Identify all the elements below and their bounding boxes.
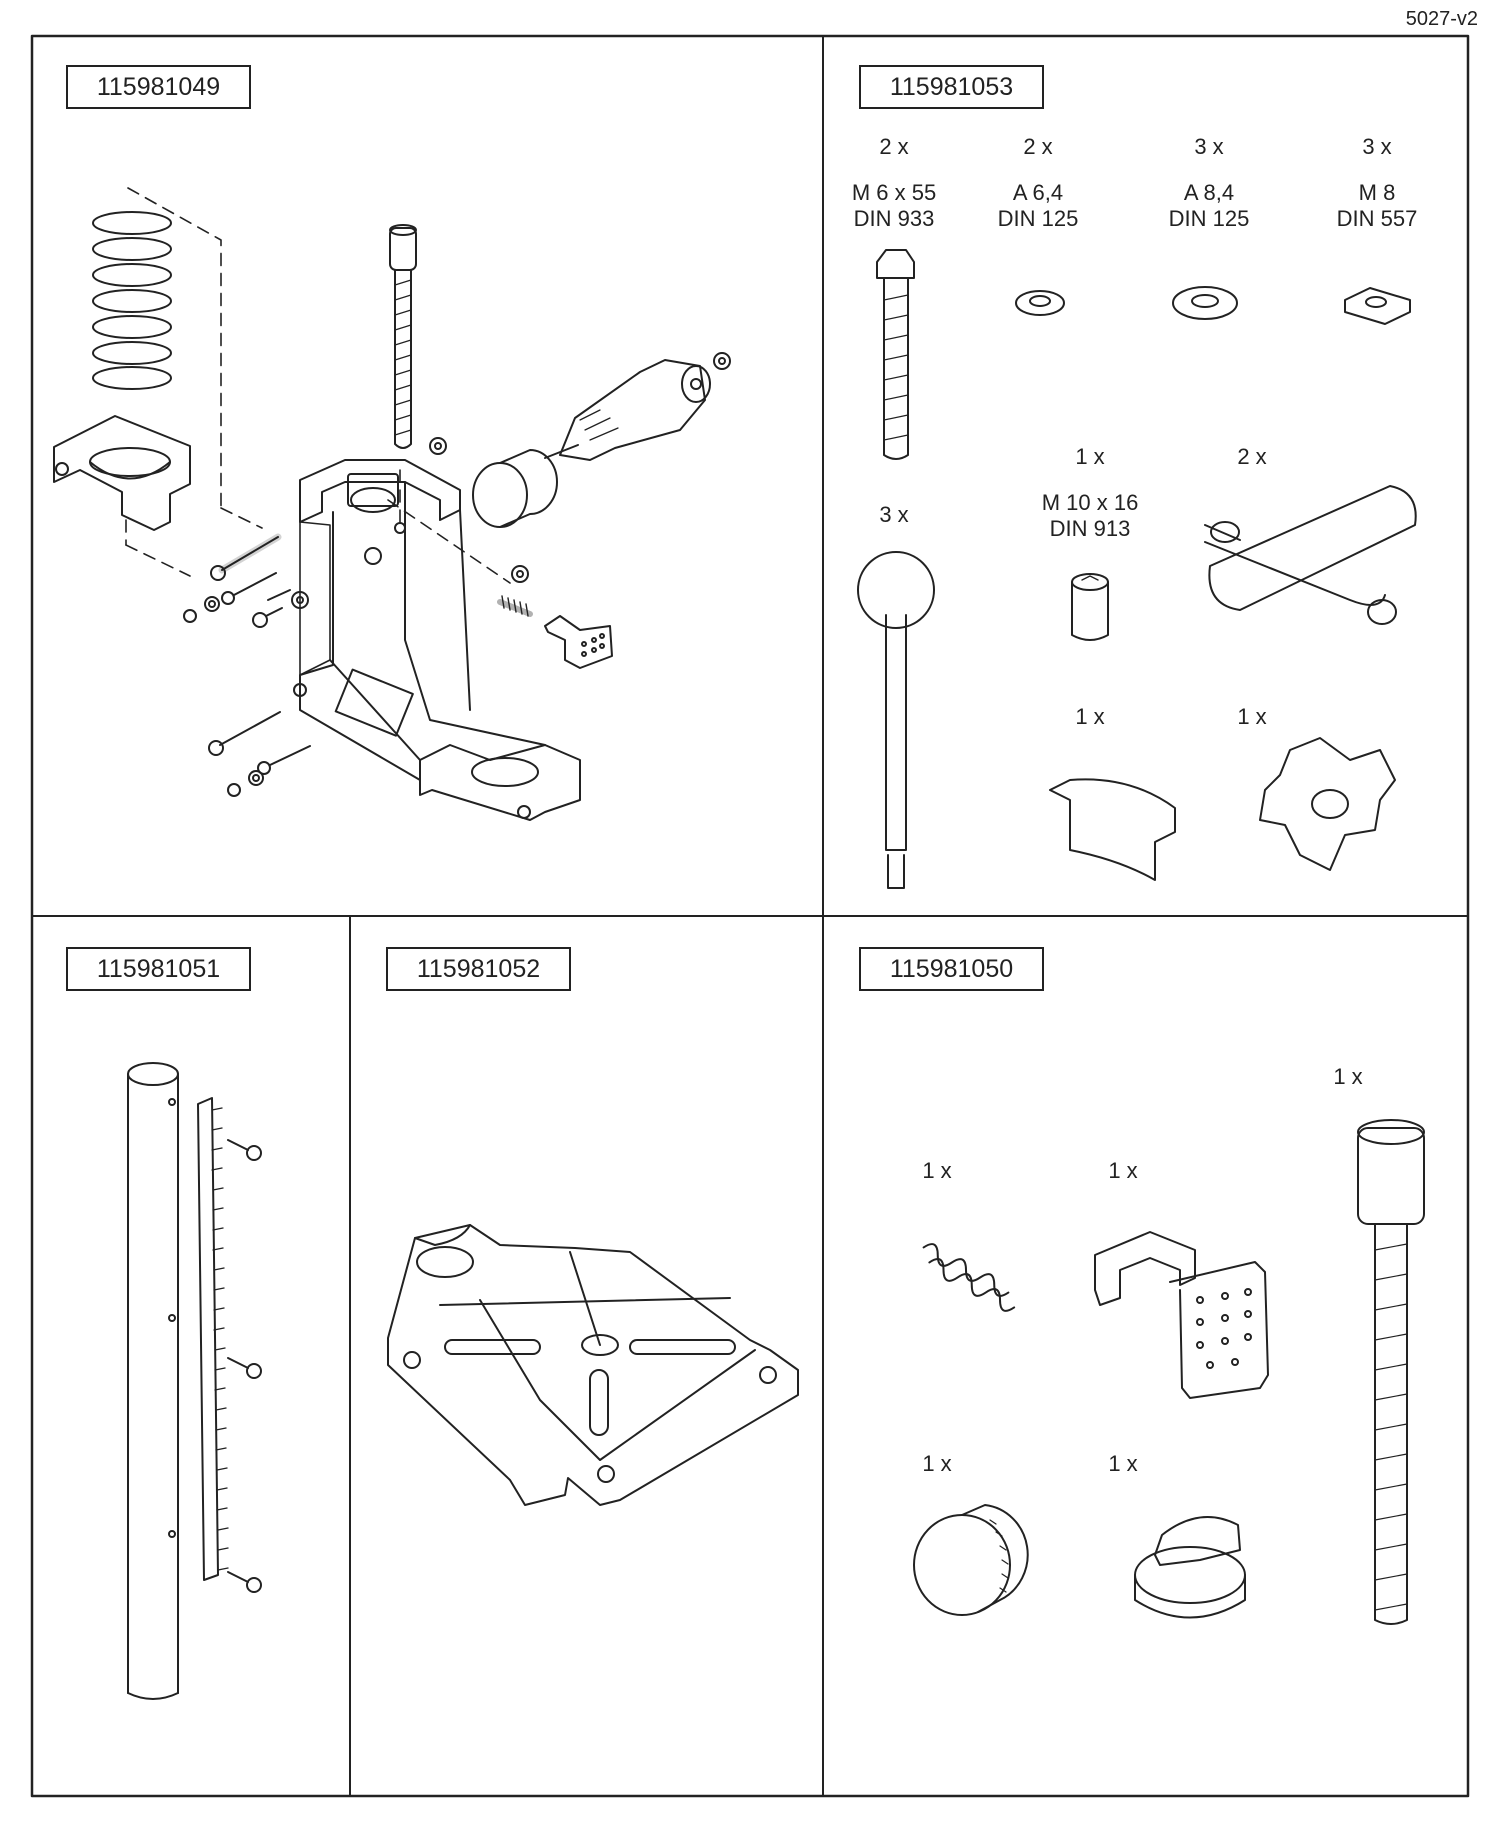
scale-ring-part: [472, 449, 558, 528]
star-knob: [1259, 737, 1396, 871]
spring-part: [92, 211, 172, 390]
stand-body-part: [293, 459, 581, 821]
qty-label: 2 x: [1023, 134, 1053, 159]
washer-a64: [1015, 290, 1065, 316]
latch-part: [1094, 1231, 1269, 1399]
spec-label: M 6 x 55 DIN 933: [852, 180, 936, 232]
hex-bolt-m6x55: [876, 249, 915, 460]
clamp-collar-part: [53, 415, 191, 531]
qty-label: 2 x: [879, 134, 909, 159]
part-number-box-top-right: 115981053: [859, 65, 1044, 109]
part-number-box-top-left: 115981049: [66, 65, 251, 109]
latch-plate-part: [544, 615, 613, 669]
qty-label: 2 x: [1237, 444, 1267, 469]
feed-screw-part: [389, 224, 417, 449]
spec-label: M 8 DIN 557: [1337, 180, 1418, 232]
pinion-shaft-part: [544, 359, 711, 461]
spec-standard: DIN 125: [997, 206, 1079, 231]
threaded-rod: [1357, 1119, 1425, 1625]
spec-label: A 6,4 DIN 125: [998, 180, 1079, 232]
washer-a84: [1172, 286, 1238, 320]
latch-spring-part: [497, 595, 533, 617]
set-screw-m10x16: [1071, 573, 1109, 641]
spec-standard: DIN 913: [1049, 516, 1131, 541]
qty-label: 1 x: [922, 1451, 952, 1476]
rack-bar: [197, 1097, 229, 1581]
qty-label: 1 x: [1237, 704, 1267, 729]
ball-handle: [857, 551, 935, 889]
spec-size: M 6 x 55: [851, 180, 937, 205]
qty-label: 1 x: [1108, 1158, 1138, 1183]
document-id: 5027-v2: [1405, 8, 1478, 30]
t-handle-key: [1204, 485, 1417, 625]
part-number-box-bottom-middle: 115981052: [386, 947, 571, 991]
spec-standard: DIN 933: [853, 206, 935, 231]
base-plate: [387, 1224, 799, 1506]
compression-spring: [922, 1243, 1016, 1312]
part-number-box-bottom-left: 115981051: [66, 947, 251, 991]
qty-label: 1 x: [922, 1158, 952, 1183]
screws-and-washers-left: [183, 533, 311, 797]
knob-cap: [1134, 1516, 1246, 1619]
qty-label: 3 x: [879, 502, 909, 527]
spec-standard: DIN 125: [1168, 206, 1250, 231]
qty-label: 3 x: [1362, 134, 1392, 159]
qty-label: 1 x: [1108, 1451, 1138, 1476]
square-nut-m8: [1344, 287, 1411, 325]
qty-label: 1 x: [1075, 444, 1105, 469]
spec-label: M 10 x 16 DIN 913: [1042, 490, 1139, 542]
qty-label: 1 x: [1333, 1064, 1363, 1089]
scale-ring: [913, 1504, 1029, 1616]
spec-size: A 8,4: [1183, 180, 1235, 205]
curved-bracket: [1049, 778, 1176, 881]
spec-standard: DIN 557: [1336, 206, 1418, 231]
qty-label: 1 x: [1075, 704, 1105, 729]
spec-size: M 10 x 16: [1041, 490, 1139, 515]
small-nuts: [429, 352, 731, 583]
qty-label: 3 x: [1194, 134, 1224, 159]
column-tube: [127, 1062, 179, 1700]
part-number-box-bottom-right: 115981050: [859, 947, 1044, 991]
spec-size: A 6,4: [1012, 180, 1064, 205]
rack-screws: [168, 1098, 262, 1593]
dashed-assembly-lines: [125, 187, 511, 584]
spec-size: M 8: [1358, 180, 1396, 205]
spec-label: A 8,4 DIN 125: [1169, 180, 1250, 232]
